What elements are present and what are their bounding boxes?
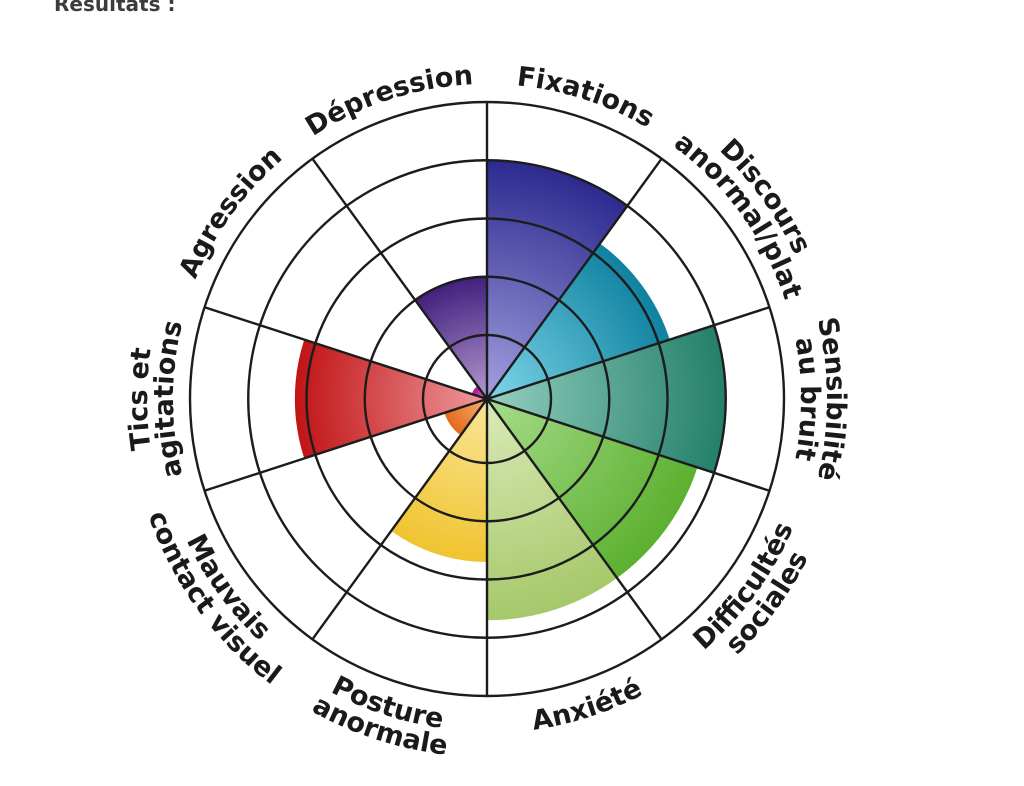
grid-layer (188, 100, 786, 698)
wedge-fixations (487, 160, 628, 399)
wedge-mauvais-contact-visuel (444, 399, 487, 436)
grid-spoke (311, 158, 488, 400)
wedge-depression (415, 276, 487, 399)
grid-spoke (204, 397, 488, 492)
grid-spoke (486, 397, 770, 492)
category-label: Agression (173, 141, 288, 283)
wedge-tics-et-agitations (294, 339, 487, 459)
wedge-posture-anormale (391, 399, 487, 563)
grid-spoke (486, 158, 663, 400)
category-label: Tics et (123, 346, 158, 452)
wedge-difficultes-sociales (487, 399, 698, 579)
center-dot (483, 395, 491, 403)
grid-spoke (204, 306, 488, 401)
wedges-layer (294, 160, 726, 621)
category-label: Fixations (515, 61, 659, 134)
category-label: contact visuel (142, 507, 287, 691)
grid-spoke (486, 306, 770, 401)
results-heading: Resultats : (54, 0, 176, 16)
category-label: Dépression (300, 60, 474, 142)
grid-spoke (311, 398, 488, 640)
wedge-sensibilite-au-bruit (487, 325, 726, 473)
category-label: Anxiété (530, 673, 647, 737)
category-label: au bruit (788, 335, 825, 463)
category-label: agitations (149, 317, 189, 480)
grid-spoke (486, 398, 663, 640)
